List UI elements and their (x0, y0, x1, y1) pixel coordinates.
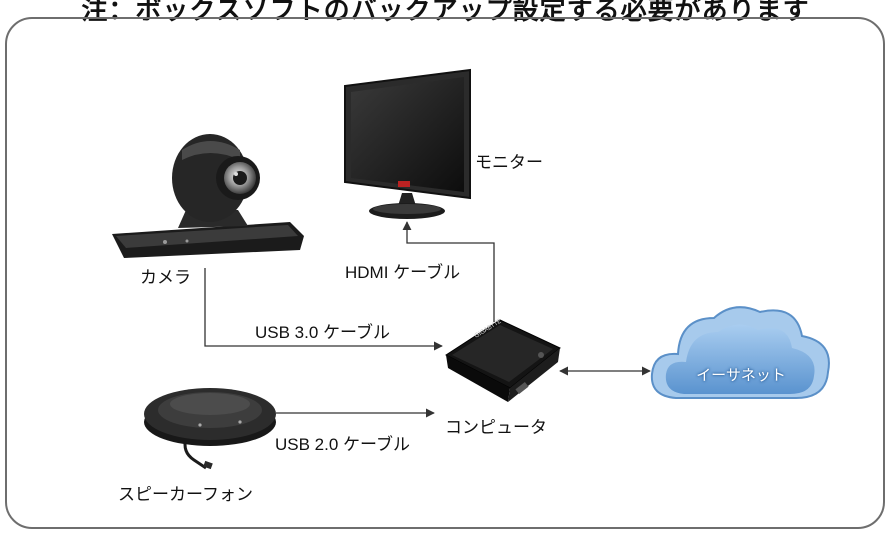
camera-image (112, 134, 304, 258)
usb3-cable-label: USB 3.0 ケーブル (255, 323, 391, 342)
monitor-image (344, 68, 471, 219)
hdmi-connector-line (402, 221, 495, 322)
computer-label: コンピュータ (445, 418, 547, 438)
hdmi-cable-label: HDMI ケーブル (345, 263, 461, 282)
speakerphone-label: スピーカーフォン (118, 485, 253, 505)
monitor-label: モニター (475, 153, 543, 173)
cloud-image (650, 306, 830, 399)
usb3-connector-line (204, 268, 443, 351)
camera-label: カメラ (140, 268, 191, 288)
usb2-cable-label: USB 2.0 ケーブル (275, 435, 411, 454)
speakerphone-image (144, 388, 276, 470)
diagram-frame (5, 17, 885, 529)
page-title: 注：ボックスソフトのバックアップ設定する必要があります (81, 0, 810, 24)
computer-image: GIGABYTE (445, 318, 561, 402)
ethernet-label: イーサネット (696, 366, 786, 384)
